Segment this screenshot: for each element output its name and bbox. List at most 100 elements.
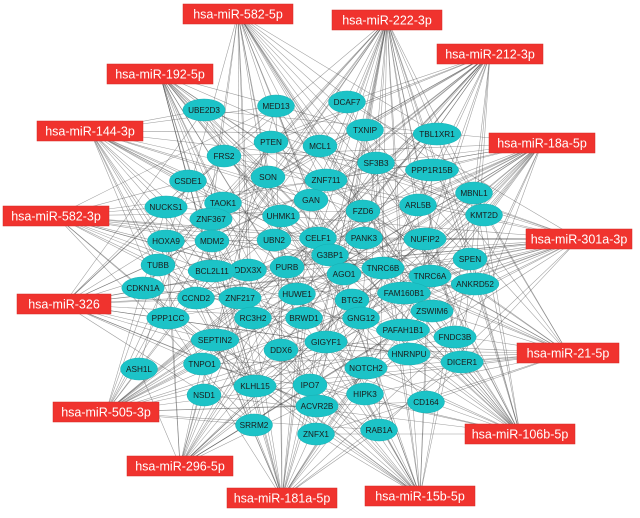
gene-node-uhmk1[interactable]: UHMK1 [262, 204, 300, 228]
gene-label: UHMK1 [267, 212, 296, 221]
gene-node-znf367[interactable]: ZNF367 [189, 207, 233, 231]
gene-node-hipk3[interactable]: HIPK3 [346, 382, 384, 406]
mirna-label: hsa-miR-505-3p [61, 406, 151, 420]
mirna-label: hsa-miR-15b-5p [375, 490, 465, 504]
gene-node-ash1l[interactable]: ASH1L [120, 357, 158, 381]
gene-node-med13[interactable]: MED13 [257, 94, 295, 118]
gene-node-mdm2[interactable]: MDM2 [194, 229, 230, 253]
gene-node-nucks1[interactable]: NUCKS1 [144, 195, 188, 219]
gene-node-brwd1[interactable]: BRWD1 [285, 306, 323, 330]
gene-label: GNG12 [347, 314, 375, 323]
gene-node-klhl15[interactable]: KLHL15 [233, 374, 277, 398]
gene-label: ZNF711 [312, 176, 341, 185]
mirna-node-m326[interactable]: hsa-miR-326 [16, 293, 112, 315]
gene-node-tnrc6a[interactable]: TNRC6A [408, 264, 452, 288]
gene-label: UBE2D3 [188, 106, 220, 115]
gene-node-zswim6[interactable]: ZSWIM6 [410, 299, 454, 323]
gene-node-srrm2[interactable]: SRRM2 [235, 413, 273, 437]
gene-node-arl5b[interactable]: ARL5B [399, 193, 437, 217]
gene-node-hnrnpu[interactable]: HNRNPU [387, 342, 431, 366]
edge-m15b-mdm2 [211, 240, 421, 497]
gene-node-mcl1[interactable]: MCL1 [302, 134, 338, 158]
edge-m301a-pten [270, 141, 580, 240]
gene-node-kmt2d[interactable]: KMT2D [465, 203, 503, 227]
gene-ellipse [455, 181, 493, 205]
mirna-node-m21[interactable]: hsa-miR-21-5p [516, 342, 620, 364]
gene-node-ppp1cc[interactable]: PPP1CC [146, 306, 190, 330]
gene-node-ago1[interactable]: AGO1 [326, 262, 362, 286]
gene-node-ube2d3[interactable]: UBE2D3 [182, 98, 226, 122]
gene-node-ipo7[interactable]: IPO7 [292, 373, 328, 397]
mirna-node-m212[interactable]: hsa-miR-212-3p [436, 43, 544, 65]
gene-node-znf217[interactable]: ZNF217 [218, 286, 262, 310]
gene-ellipse [387, 342, 431, 366]
mirna-node-m505[interactable]: hsa-miR-505-3p [52, 401, 160, 423]
gene-node-ppp1r15b[interactable]: PPP1R15B [405, 158, 459, 182]
edge-m582_5p-znf367 [210, 13, 239, 220]
mirna-node-m296[interactable]: hsa-miR-296-5p [126, 455, 234, 477]
gene-node-rab1a[interactable]: RAB1A [360, 418, 398, 442]
gene-node-nsd1[interactable]: NSD1 [186, 383, 222, 407]
gene-node-cdkn1a[interactable]: CDKN1A [121, 276, 165, 300]
gene-node-bcl2l11[interactable]: BCL2L11 [187, 259, 237, 283]
gene-node-ubn2[interactable]: UBN2 [256, 228, 292, 252]
gene-node-pank3[interactable]: PANK3 [345, 226, 383, 250]
gene-node-g3bp1[interactable]: G3BP1 [311, 243, 349, 267]
gene-node-txnip[interactable]: TXNIP [346, 118, 384, 142]
gene-node-nufip2[interactable]: NUFIP2 [403, 227, 447, 251]
gene-node-tbl1xr1[interactable]: TBL1XR1 [412, 122, 462, 146]
gene-node-spen[interactable]: SPEN [452, 247, 488, 271]
gene-node-rc3h2[interactable]: RC3H2 [234, 306, 272, 330]
gene-node-notch2[interactable]: NOTCH2 [344, 356, 388, 380]
gene-node-fzd6[interactable]: FZD6 [345, 199, 381, 223]
mirna-node-m15b[interactable]: hsa-miR-15b-5p [364, 485, 476, 507]
gene-node-ankrd52[interactable]: ANKRD52 [450, 272, 500, 296]
gene-node-purb[interactable]: PURB [269, 255, 305, 279]
mirna-node-m18a[interactable]: hsa-miR-18a-5p [488, 132, 596, 154]
gene-node-gigyf1[interactable]: GIGYF1 [304, 330, 348, 354]
gene-node-pafah1b1[interactable]: PAFAH1B1 [376, 318, 430, 342]
edge-m582_5p-ubn2 [237, 13, 275, 241]
gene-node-ddx6[interactable]: DDX6 [263, 338, 299, 362]
gene-node-cd164[interactable]: CD164 [407, 390, 445, 414]
mirna-node-m222[interactable]: hsa-miR-222-3p [331, 9, 443, 31]
gene-node-pten[interactable]: PTEN [253, 130, 289, 154]
gene-label: G3BP1 [317, 251, 344, 260]
gene-node-acvr2b[interactable]: ACVR2B [295, 394, 339, 418]
mirna-node-m582_5p[interactable]: hsa-miR-582-5p [182, 3, 294, 25]
gene-node-tnrc6b[interactable]: TNRC6B [361, 256, 405, 280]
gene-node-frs2[interactable]: FRS2 [206, 144, 242, 168]
gene-node-dcaf7[interactable]: DCAF7 [328, 90, 366, 114]
mirna-node-m192[interactable]: hsa-miR-192-5p [106, 63, 214, 85]
gene-node-znf711[interactable]: ZNF711 [304, 168, 348, 192]
gene-node-gng12[interactable]: GNG12 [342, 306, 380, 330]
gene-node-gan[interactable]: GAN [293, 188, 329, 212]
mirna-node-m106b[interactable]: hsa-miR-106b-5p [464, 423, 576, 445]
gene-node-septin2[interactable]: SEPTIN2 [190, 328, 240, 352]
gene-node-fndc3b[interactable]: FNDC3B [433, 325, 477, 349]
gene-node-csde1[interactable]: CSDE1 [169, 169, 207, 193]
edge-m296-sf3b3 [179, 162, 377, 467]
gene-node-znfx1[interactable]: ZNFX1 [297, 422, 335, 446]
mirna-node-m582_3p[interactable]: hsa-miR-582-3p [2, 205, 110, 227]
gene-label: DDX3X [234, 266, 262, 275]
gene-node-fam160b1[interactable]: FAM160B1 [377, 281, 431, 305]
gene-node-ccnd2[interactable]: CCND2 [177, 286, 215, 310]
gene-node-huwe1[interactable]: HUWE1 [278, 282, 316, 306]
gene-label: RC3H2 [240, 314, 267, 323]
gene-ellipse [121, 276, 165, 300]
gene-node-sf3b3[interactable]: SF3B3 [357, 151, 395, 175]
gene-node-tubb[interactable]: TUBB [140, 253, 176, 277]
mirna-node-m181a[interactable]: hsa-miR-181a-5p [226, 487, 338, 509]
gene-node-tnpo1[interactable]: TNPO1 [183, 352, 221, 376]
gene-node-mbnl1[interactable]: MBNL1 [455, 181, 493, 205]
gene-label: KMT2D [470, 211, 498, 220]
mirna-node-m144[interactable]: hsa-miR-144-3p [36, 120, 144, 142]
gene-node-dicer1[interactable]: DICER1 [440, 350, 484, 374]
mirna-node-m301a[interactable]: hsa-miR-301a-3p [525, 228, 633, 250]
gene-node-son[interactable]: SON [250, 165, 286, 189]
mirna-box [106, 63, 214, 85]
edge-m181a-txnip [281, 129, 366, 499]
gene-node-hoxa9[interactable]: HOXA9 [147, 229, 185, 253]
gene-ellipse [285, 306, 323, 330]
